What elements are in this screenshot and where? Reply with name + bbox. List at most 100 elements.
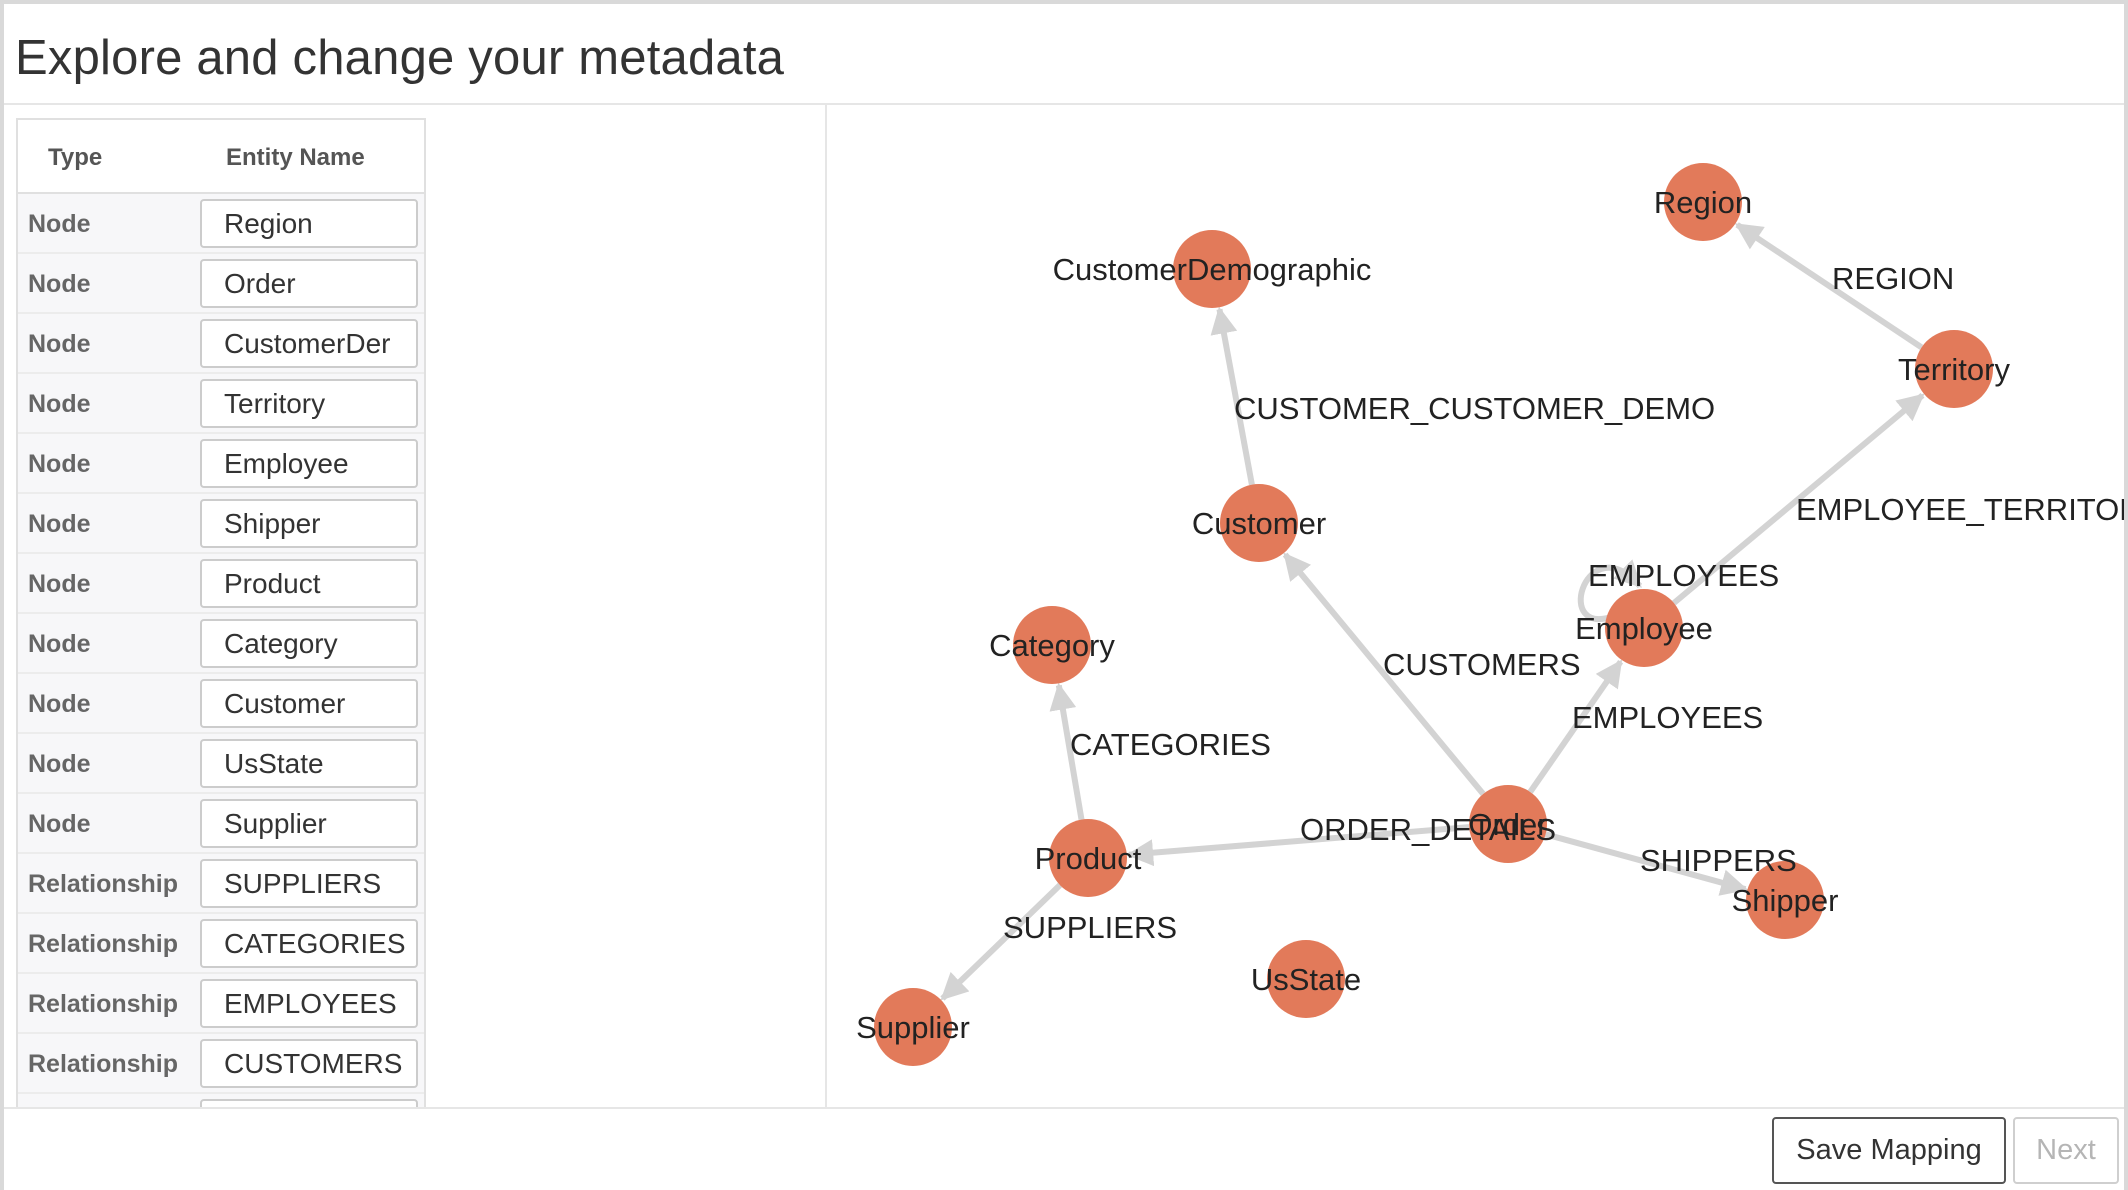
node-supplier[interactable] (874, 988, 952, 1066)
node-category[interactable] (1013, 606, 1091, 684)
node-region[interactable] (1664, 163, 1742, 241)
entity-name-input[interactable]: UsState (200, 739, 418, 788)
edge-categories[interactable] (1049, 682, 1085, 821)
entity-name-input[interactable]: CustomerDer (200, 319, 418, 368)
table-row: Node Product (18, 554, 424, 614)
edge-label: REGION (1832, 261, 1954, 296)
node-shipper[interactable] (1746, 861, 1824, 939)
node-label: Region (1654, 185, 1752, 220)
node-order[interactable] (1469, 785, 1547, 863)
entity-type-label: Node (28, 570, 91, 598)
edge-label: ORDER_DETAILS (1300, 812, 1556, 847)
node-label: UsState (1251, 962, 1361, 997)
entity-type-label: Node (28, 510, 91, 538)
entity-type-label: Node (28, 630, 91, 658)
entity-name-input[interactable]: CUSTOMERS (200, 1039, 418, 1088)
node-label: Territory (1898, 352, 2010, 387)
node-customerdemographic[interactable] (1173, 230, 1251, 308)
next-button[interactable]: Next (2013, 1117, 2119, 1184)
edge-customers[interactable] (1282, 552, 1486, 796)
entity-name-input[interactable]: Supplier (200, 799, 418, 848)
node-label: Employee (1575, 611, 1713, 646)
node-territory[interactable] (1915, 330, 1993, 408)
footer-bar: Save Mapping Next (4, 1107, 2124, 1190)
edge-employee-territories[interactable] (1672, 392, 1925, 606)
table-row: Node CustomerDer (18, 314, 424, 374)
table-row: Node UsState (18, 734, 424, 794)
graph-svg[interactable]: REGION CUSTOMER_CUSTOMER_DEMO EMPLOYEE_TER… (828, 105, 2124, 1107)
edge-label: EMPLOYEES (1588, 558, 1779, 593)
node-usstate[interactable] (1267, 940, 1345, 1018)
entity-type-label: Relationship (28, 870, 179, 898)
column-header-type: Type (48, 144, 103, 171)
entity-name-input[interactable]: Shipper (200, 499, 418, 548)
entity-type-label: Node (28, 750, 91, 778)
edge-region[interactable] (1734, 222, 1924, 350)
edge-label: CUSTOMER_CUSTOMER_DEMO (1234, 391, 1715, 426)
node-employee[interactable] (1605, 589, 1683, 667)
entity-type-label: Node (28, 210, 91, 238)
entity-name-input[interactable] (200, 1099, 418, 1107)
column-header-entity-name: Entity Name (226, 144, 365, 171)
table-row (18, 1094, 424, 1107)
node-customer[interactable] (1220, 484, 1298, 562)
entity-name-input[interactable]: CATEGORIES (200, 919, 418, 968)
entity-type-label: Node (28, 390, 91, 418)
entity-name-input[interactable]: SUPPLIERS (200, 859, 418, 908)
node-label: Supplier (856, 1010, 970, 1045)
edge-employees[interactable] (1577, 559, 1643, 622)
table-row: Relationship EMPLOYEES (18, 974, 424, 1034)
entity-name-input[interactable]: Product (200, 559, 418, 608)
edge-employees[interactable] (1527, 659, 1624, 794)
entity-name-input[interactable]: Customer (200, 679, 418, 728)
save-mapping-button[interactable]: Save Mapping (1772, 1117, 2006, 1184)
edge-label: EMPLOYEES (1572, 700, 1763, 735)
edge-suppliers[interactable] (940, 882, 1063, 1001)
edge-shippers[interactable] (1544, 831, 1749, 896)
entity-name-input[interactable]: Employee (200, 439, 418, 488)
entity-name-input[interactable]: Order (200, 259, 418, 308)
page-header: Explore and change your metadata (4, 4, 2124, 105)
table-row: Node Shipper (18, 494, 424, 554)
entity-type-label: Node (28, 810, 91, 838)
entity-type-label: Relationship (28, 930, 179, 958)
entity-name-input[interactable]: Region (200, 199, 418, 248)
edge-label: SUPPLIERS (1003, 910, 1177, 945)
table-row: Node Order (18, 254, 424, 314)
entity-type-label: Node (28, 690, 91, 718)
node-product[interactable] (1049, 819, 1127, 897)
entity-name-input[interactable]: EMPLOYEES (200, 979, 418, 1028)
graph-canvas[interactable]: REGION CUSTOMER_CUSTOMER_DEMO EMPLOYEE_TER… (828, 105, 2124, 1107)
table-row: Relationship SUPPLIERS (18, 854, 424, 914)
entity-name-input[interactable]: Territory (200, 379, 418, 428)
node-label: Product (1035, 841, 1142, 876)
edge-label: CUSTOMERS (1383, 647, 1581, 682)
edge-order-details[interactable] (1126, 824, 1470, 867)
node-label: Customer (1192, 506, 1326, 541)
entity-name-input[interactable]: Category (200, 619, 418, 668)
edge-label: EMPLOYEE_TERRITORIES (1796, 492, 2124, 527)
table-row: Node Supplier (18, 794, 424, 854)
entity-type-label: Node (28, 270, 91, 298)
entity-type-label: Relationship (28, 990, 179, 1018)
table-row: Node Customer (18, 674, 424, 734)
edge-label: CATEGORIES (1070, 727, 1271, 762)
entity-type-label: Node (28, 330, 91, 358)
edge-customer-customer-demo[interactable] (1210, 306, 1255, 486)
node-label: CustomerDemographic (1053, 252, 1372, 287)
table-header: Type Entity Name (18, 120, 424, 194)
table-row: Node Region (18, 194, 424, 254)
table-row: Node Territory (18, 374, 424, 434)
table-row: Relationship CUSTOMERS (18, 1034, 424, 1094)
entity-type-label: Relationship (28, 1050, 179, 1078)
page-title: Explore and change your metadata (15, 31, 785, 85)
table-row: Node Category (18, 614, 424, 674)
node-label: Order (1468, 807, 1547, 842)
node-label: Category (989, 628, 1115, 663)
edge-label: SHIPPERS (1640, 843, 1797, 878)
node-label: Shipper (1732, 883, 1839, 918)
